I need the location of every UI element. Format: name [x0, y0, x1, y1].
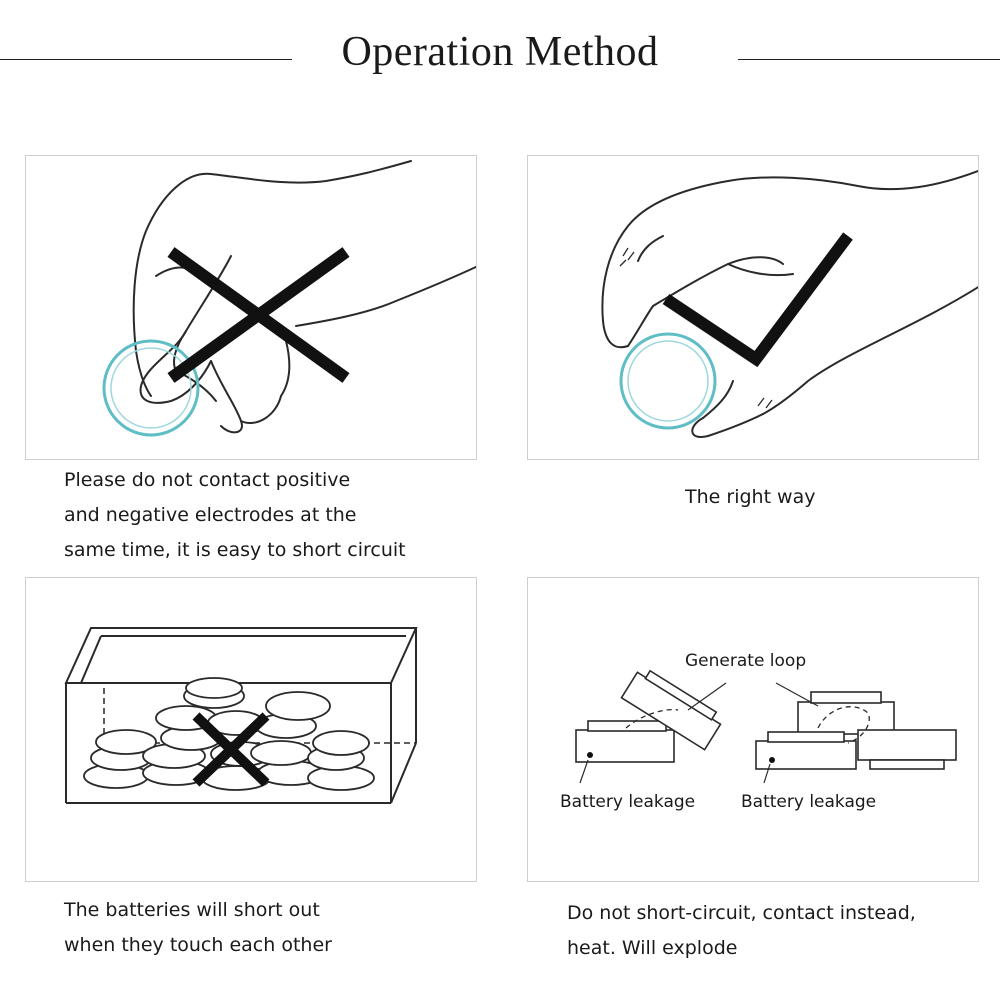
caption-battery-pile: The batteries will short out when they t… — [64, 893, 332, 963]
caption-line: The right way — [685, 486, 816, 508]
caption-line: heat. Will explode — [567, 937, 738, 959]
panel-short-circuit-loop: Generate loop Ba — [527, 577, 979, 882]
title-rule-right — [738, 59, 1000, 60]
coin-cell-battery — [619, 332, 717, 430]
caption-line: The batteries will short out — [64, 899, 320, 921]
cross-mark-icon — [192, 712, 270, 787]
right-battery-stack — [755, 691, 957, 770]
panel-battery-pile — [25, 577, 477, 882]
cross-mark-icon — [167, 247, 350, 383]
panel-right-grip — [527, 155, 979, 460]
short-circuit-diagram: Generate loop Ba — [560, 651, 957, 812]
caption-short-circuit: Do not short-circuit, contact instead, h… — [567, 896, 916, 966]
container-box — [64, 627, 418, 804]
battery-pile-illustration — [64, 627, 418, 804]
caption-line: Please do not contact positive — [64, 469, 351, 491]
hand-right-illustration — [601, 170, 978, 438]
coin-cell-battery — [102, 339, 200, 437]
battery-leakage-label-left: Battery leakage — [560, 792, 695, 812]
caption-line: and negative electrodes at the — [64, 504, 357, 526]
coin-cell-batteries — [83, 677, 375, 791]
battery-leakage-label-right: Battery leakage — [741, 792, 876, 812]
title-rule-left — [0, 59, 292, 60]
caption-right-grip: The right way — [685, 480, 816, 515]
leak-point — [769, 757, 775, 763]
loop-path — [625, 706, 870, 744]
caption-line: when they touch each other — [64, 934, 332, 956]
callout-lines — [579, 682, 819, 784]
leak-point — [587, 752, 593, 758]
hand-wrong-illustration — [102, 160, 476, 437]
generate-loop-label: Generate loop — [685, 651, 806, 671]
check-mark-icon — [662, 232, 853, 368]
caption-line: Do not short-circuit, contact instead, — [567, 902, 916, 924]
caption-wrong-grip: Please do not contact positive and negat… — [64, 463, 406, 568]
panel-wrong-grip — [25, 155, 477, 460]
caption-line: same time, it is easy to short circuit — [64, 539, 406, 561]
page-title: Operation Method — [341, 29, 659, 75]
